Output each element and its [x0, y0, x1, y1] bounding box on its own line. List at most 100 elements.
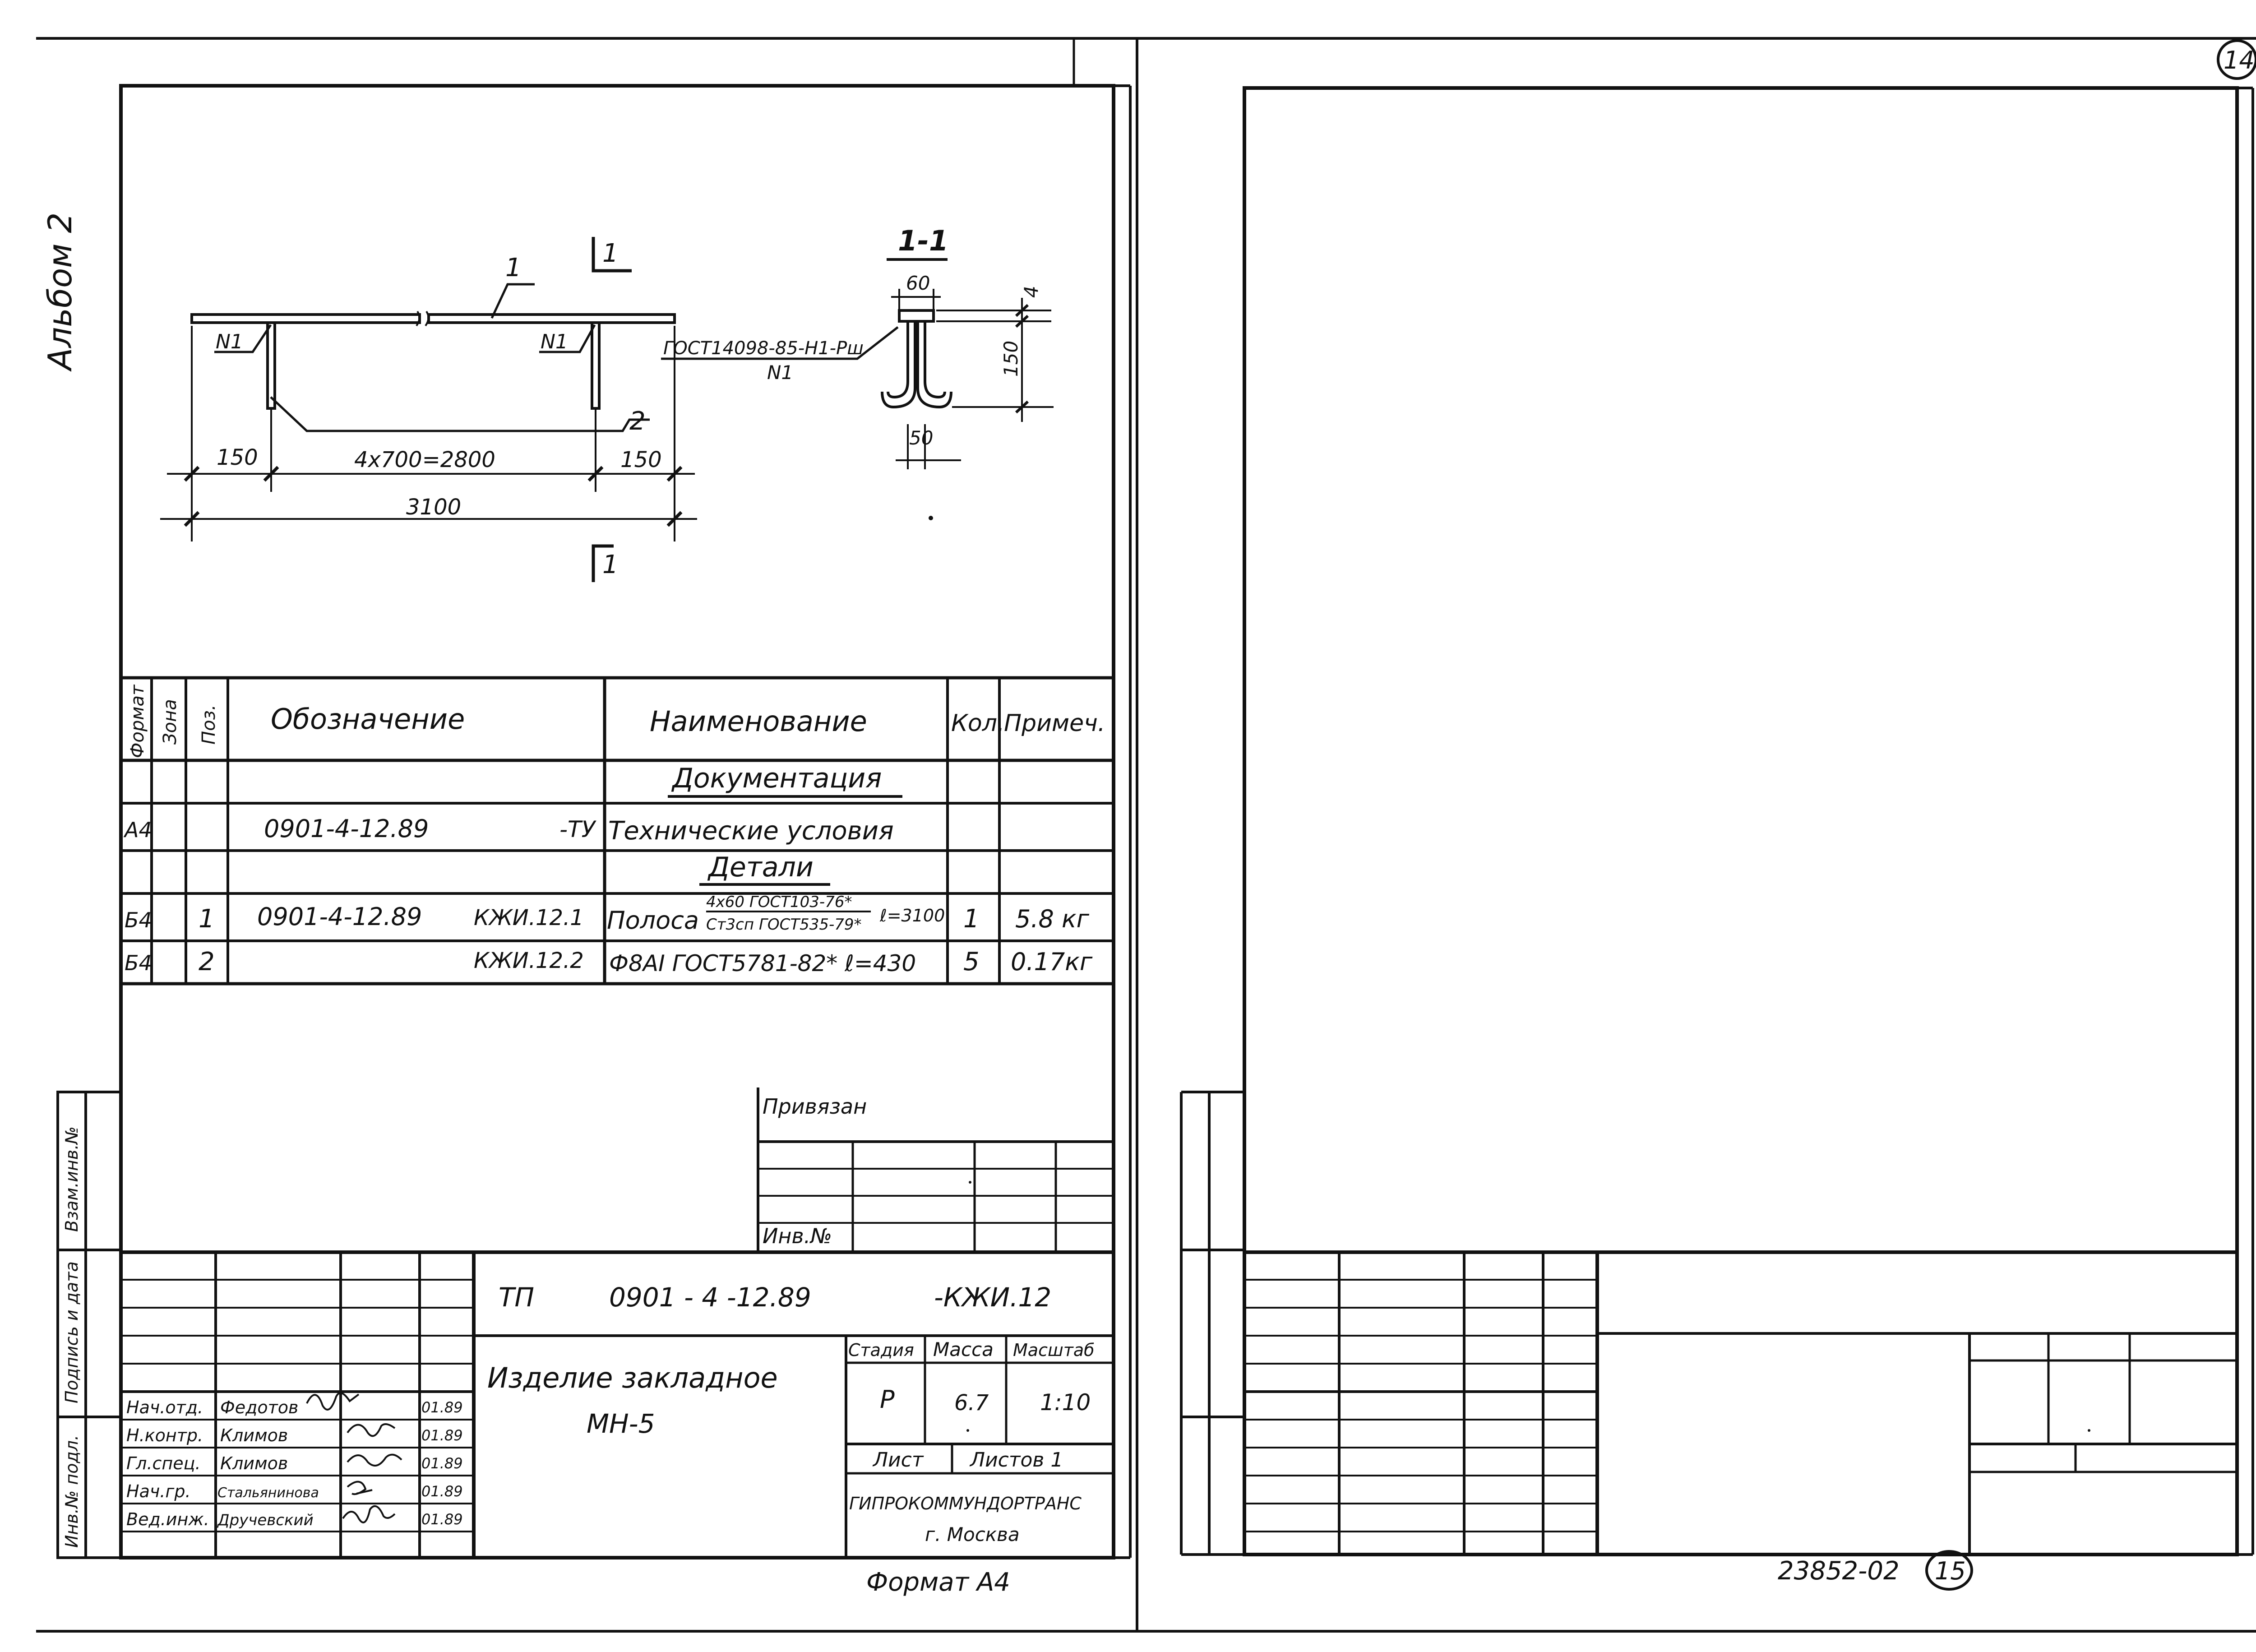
row-format: Б4: [125, 908, 152, 932]
sheet-number-bottom-circle: [1925, 1550, 1973, 1591]
weld-mark-left: N1: [216, 330, 243, 353]
signer-name: Климов: [220, 1425, 288, 1445]
signer-role: Нач.отд.: [126, 1397, 203, 1417]
left-sheet: Альбом 2 1 2 N1 N1: [41, 84, 1132, 1597]
row-name-bottom: Ст3сп ГОСТ535-79*: [706, 916, 862, 934]
header-designation: Обозначение: [271, 703, 465, 736]
stage-label: Стадия: [848, 1340, 914, 1360]
privyazan-block: Привязан Инв.№: [757, 1087, 1114, 1252]
table-row: Б4 1 0901-4-12.89 КЖИ.12.1 Полоса 4х60 Г…: [125, 893, 1090, 935]
podpis-data-label: Подпись и дата: [62, 1261, 82, 1403]
section-height: 150: [1000, 341, 1022, 377]
row-note: 5.8 кг: [1015, 905, 1090, 933]
row-format: А4: [123, 818, 152, 842]
org-line-1: ГИПРОКОММУНДОРТРАНС: [849, 1494, 1082, 1513]
code-prefix: ТП: [499, 1282, 534, 1313]
archive-number: 23852-02: [1778, 1556, 1900, 1586]
signer-row: Нач.гр. Стальянинова 01.89: [126, 1481, 463, 1501]
privyazan-label: Привязан: [763, 1094, 867, 1119]
title-block: Нач.отд. Федотов 01.89 Н.контр. Климов 0…: [121, 1250, 1114, 1558]
right-side-stamp: [1180, 1091, 1244, 1556]
signer-name: Климов: [220, 1453, 288, 1473]
spec-table: Формат Зона Поз. Обозначение Наименовани…: [121, 676, 1114, 986]
sheets-label: Листов 1: [969, 1448, 1063, 1472]
weld-mark-right: N1: [541, 330, 568, 353]
anchor-rod-right: [591, 321, 601, 410]
signer-date: 01.89: [421, 1483, 463, 1500]
section-title: 1-1: [898, 224, 948, 257]
vzam-inv-label: Взам.инв.№: [62, 1126, 82, 1232]
row-name: Ф8АI ГОСТ5781-82* ℓ=430: [609, 950, 916, 976]
signer-date: 01.89: [421, 1511, 463, 1528]
section-gap: 50: [909, 427, 933, 449]
section-docs: Документация: [671, 763, 882, 794]
inv-podl-label: Инв.№ подл.: [62, 1435, 82, 1548]
section-parts: Детали: [707, 851, 814, 883]
signer-row: Гл.спец. Климов 01.89: [126, 1453, 463, 1473]
weld-standard-mark: N1: [767, 361, 793, 384]
header-pos: Поз.: [199, 704, 219, 745]
sheet-label: Лист: [872, 1448, 924, 1472]
signer-row: Вед.инж. Дручевский 01.89: [126, 1509, 463, 1529]
scale-label: Масштаб: [1013, 1340, 1095, 1360]
row-pos: 1: [199, 904, 215, 934]
org-line-2: г. Москва: [925, 1523, 1020, 1546]
signer-name: Дручевский: [217, 1511, 314, 1529]
dim-end-left: 150: [217, 445, 258, 470]
code-suffix: -КЖИ.12: [934, 1282, 1051, 1313]
plate-strip-left: [190, 313, 421, 324]
page-frame: [36, 37, 2256, 1633]
signer-date: 01.89: [421, 1427, 463, 1444]
cut-mark-bottom: 1: [602, 550, 619, 579]
dim-total: 3100: [406, 495, 461, 520]
signatures: [306, 1392, 402, 1523]
row-name: Полоса: [607, 906, 699, 935]
signer-role: Нач.гр.: [126, 1481, 191, 1501]
privyazan-inv-label: Инв.№: [763, 1224, 832, 1248]
album-label: Альбом 2: [41, 213, 79, 372]
plate-strip-right: [427, 313, 676, 324]
row-pos: 2: [199, 947, 215, 976]
section-1-1: 1-1 60 4 150: [661, 224, 1054, 520]
signer-row: Нач.отд. Федотов 01.89: [126, 1397, 463, 1417]
signer-row: Н.контр. Климов 01.89: [126, 1425, 463, 1445]
stage-value: Р: [880, 1385, 895, 1414]
row-suffix: КЖИ.12.2: [474, 948, 584, 973]
signer-role: Н.контр.: [126, 1425, 203, 1445]
title-line-2: МН-5: [587, 1408, 655, 1439]
row-designation: 0901-4-12.89: [257, 902, 422, 931]
sheet-number-bottom: 15: [1935, 1557, 1966, 1585]
sheet-number-top: 14: [2224, 46, 2255, 74]
signer-date: 01.89: [421, 1455, 463, 1472]
row-designation: 0901-4-12.89: [264, 814, 429, 843]
sheet-number-circle: [2217, 39, 2256, 80]
signer-date: 01.89: [421, 1399, 463, 1416]
row-qty: 1: [963, 904, 980, 934]
anchor-rod-left: [266, 321, 276, 410]
format-label: Формат А4: [866, 1568, 1010, 1597]
row-format: Б4: [125, 951, 152, 975]
title-line-1: Изделие закладное: [487, 1361, 778, 1394]
row-name: Технические условия: [608, 816, 894, 846]
dim-end-right: 150: [620, 447, 662, 472]
dim-middle: 4x700=2800: [354, 447, 495, 472]
header-qty: Кол.: [951, 710, 1005, 737]
right-title-block: [1244, 1250, 2237, 1555]
code-number: 0901 - 4 -12.89: [609, 1282, 811, 1313]
signer-role: Гл.спец.: [126, 1453, 201, 1473]
row-note: 0.17кг: [1011, 948, 1093, 976]
row-name-length: ℓ=3100: [879, 906, 945, 925]
cut-mark-top: 1: [602, 239, 619, 268]
table-row: А4 0901-4-12.89 -ТУ Технические условия: [123, 814, 894, 846]
header-format: Формат: [127, 684, 148, 758]
row-suffix: КЖИ.12.1: [474, 905, 584, 930]
right-sheet: 14: [1180, 39, 2256, 1591]
header-zone: Зона: [160, 699, 180, 745]
signer-role: Вед.инж.: [126, 1509, 209, 1529]
row-qty: 5: [963, 947, 980, 976]
mass-value: 6.7: [954, 1390, 989, 1416]
row-suffix: -ТУ: [559, 816, 597, 842]
table-row: Б4 2 КЖИ.12.2 Ф8АI ГОСТ5781-82* ℓ=430 5 …: [125, 947, 1093, 976]
section-thickness: 4: [1020, 286, 1042, 298]
